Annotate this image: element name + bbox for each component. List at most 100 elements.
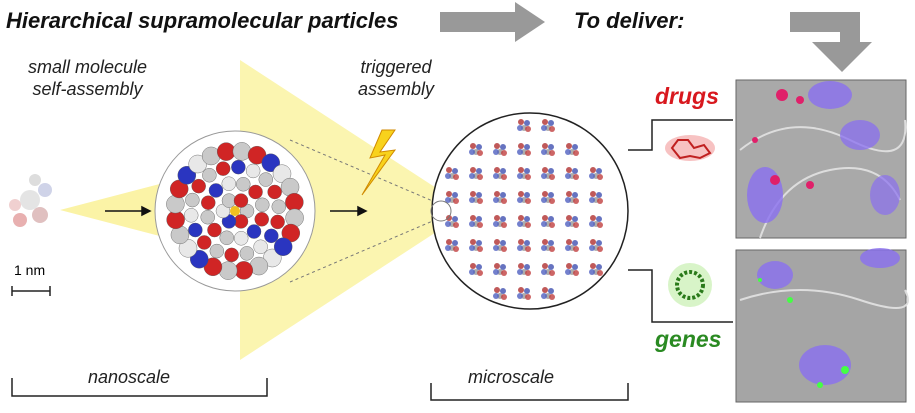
microscopy-image-genes: [735, 248, 909, 403]
label-line: assembly: [358, 79, 435, 99]
atom-sphere: [201, 195, 216, 210]
particle-cluster: [565, 167, 579, 180]
particle-cluster: [445, 191, 459, 204]
bent-arrow-icon: [790, 12, 872, 72]
atom-sphere: [221, 176, 236, 191]
atom-sphere: [271, 199, 286, 214]
particle-cluster: [517, 143, 531, 156]
label-line: triggered: [360, 57, 432, 77]
atom-sphere: [166, 194, 185, 214]
atom-sphere: [285, 208, 304, 228]
drugs-connector: [628, 119, 733, 151]
atom-sphere: [245, 163, 261, 179]
atom-sphere: [234, 261, 253, 280]
atom-sphere: [166, 210, 185, 229]
atom-sphere: [285, 193, 304, 212]
particle-cluster: [565, 191, 579, 204]
particle-cluster: [565, 143, 579, 156]
atom-sphere: [190, 249, 209, 269]
atom-sphere: [253, 239, 268, 254]
particle-cluster: [565, 215, 579, 228]
particle-cluster: [517, 215, 531, 228]
light-beam-small: [60, 180, 175, 240]
particle-cluster: [541, 263, 555, 276]
atom-sphere: [254, 212, 269, 227]
particle-cluster: [589, 263, 603, 276]
nanoscale-bracket: [11, 378, 268, 397]
microparticle-clusters: [445, 119, 603, 300]
particle-cluster: [589, 167, 603, 180]
particle-cluster: [541, 167, 555, 180]
particle-cluster: [517, 263, 531, 276]
atom-sphere: [267, 184, 282, 200]
atom-sphere: [232, 142, 252, 161]
scale-bar: [11, 286, 51, 296]
particle-cluster: [517, 167, 531, 180]
atom-sphere: [215, 161, 231, 176]
microscale-bracket: [430, 383, 629, 401]
atom-sphere: [217, 142, 236, 161]
atom-sphere: [258, 172, 273, 187]
label-line: self-assembly: [32, 79, 143, 99]
particle-cluster: [517, 287, 531, 300]
atom-sphere: [255, 197, 270, 212]
particle-cluster: [493, 287, 507, 300]
atom-sphere: [218, 261, 238, 280]
atom-sphere: [202, 168, 217, 183]
deliver-label: To deliver:: [574, 8, 685, 33]
atom-sphere: [207, 222, 222, 238]
page-title: Hierarchical supramolecular particles: [6, 8, 399, 33]
drugs-label: drugs: [655, 83, 719, 109]
particle-cluster: [493, 143, 507, 156]
particle-cluster: [445, 239, 459, 252]
particle-cluster: [493, 263, 507, 276]
atom-sphere: [270, 214, 285, 230]
particle-cluster: [589, 239, 603, 252]
atom-sphere: [231, 159, 246, 175]
triggered-assembly-label: triggered assembly: [358, 56, 434, 100]
core-atom: [230, 206, 240, 216]
particle-cluster: [469, 263, 483, 276]
header-arrow-icon: [440, 2, 545, 42]
atom-sphere: [185, 192, 200, 208]
particle-cluster: [541, 239, 555, 252]
particle-cluster: [541, 215, 555, 228]
particle-cluster: [469, 239, 483, 252]
particle-cluster: [469, 215, 483, 228]
particle-cluster: [469, 143, 483, 156]
atom-sphere: [197, 235, 212, 250]
particle-cluster: [541, 119, 555, 132]
atom-sphere: [191, 178, 206, 194]
particle-cluster: [565, 263, 579, 276]
particle-cluster: [469, 191, 483, 204]
atom-sphere: [188, 222, 203, 238]
big-yellow-arrow: [240, 60, 470, 360]
atom-sphere: [248, 184, 263, 200]
particle-cluster: [493, 191, 507, 204]
self-assembly-label: small molecule self-assembly: [28, 56, 147, 100]
atom-sphere: [184, 208, 199, 223]
particle-cluster: [565, 239, 579, 252]
atom-sphere: [209, 243, 225, 259]
atom-sphere: [236, 177, 251, 192]
label-line: small molecule: [28, 57, 148, 77]
atom-sphere: [233, 193, 249, 208]
particle-cluster: [517, 191, 531, 204]
particle-cluster: [517, 239, 531, 252]
particle-cluster: [589, 191, 603, 204]
molecule-icon: [9, 174, 52, 227]
particle-cluster: [493, 167, 507, 180]
atom-sphere: [177, 166, 197, 185]
particle-cluster: [541, 287, 555, 300]
atom-sphere: [208, 183, 224, 198]
genes-connector: [628, 269, 733, 323]
particle-cluster: [445, 215, 459, 228]
atom-sphere: [246, 224, 262, 239]
genes-label: genes: [655, 326, 722, 352]
particle-cluster: [469, 167, 483, 180]
microscopy-image-drugs: [735, 79, 907, 239]
nanoscale-label: nanoscale: [88, 367, 171, 387]
atom-sphere: [264, 228, 279, 244]
particle-cluster: [589, 215, 603, 228]
